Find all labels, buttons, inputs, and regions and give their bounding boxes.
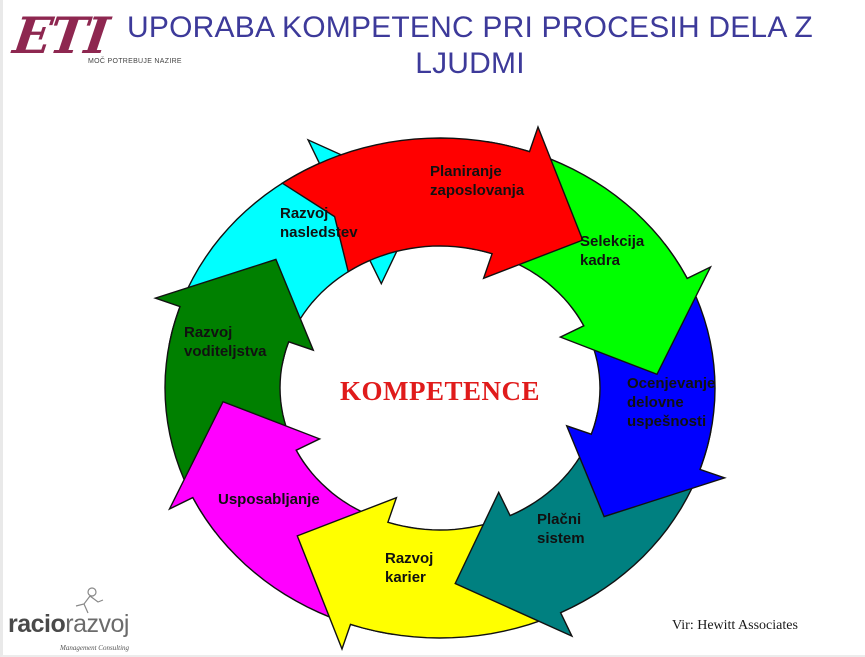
cycle-step-label-3-line-1: Ocenjevanje xyxy=(627,375,715,392)
cycle-arrows xyxy=(153,124,727,652)
cycle-step-label-1-line-2: zaposlovanja xyxy=(430,182,525,199)
eti-logo-tagline: MOČ POTREBUJE NAZIRE xyxy=(88,58,182,65)
cycle-step-label-8: Razvoj nasledstev xyxy=(280,205,358,241)
racio-razvoj-logo-text: raciorazvoj xyxy=(8,610,129,639)
cycle-arrow-1 xyxy=(280,124,584,280)
cycle-step-label-8-line-2: nasledstev xyxy=(280,224,358,241)
center-label: KOMPETENCE xyxy=(340,376,540,406)
source-citation: Vir: Hewitt Associates xyxy=(672,618,798,633)
cycle-step-label-4-line-1: Plačni xyxy=(537,511,581,528)
cycle-step-label-2-line-2: kadra xyxy=(580,252,621,269)
cycle-step-label-5-line-2: karier xyxy=(385,569,426,586)
cycle-step-label-2: Selekcija kadra xyxy=(580,233,645,269)
slide-title-line-1: UPORABA KOMPETENC PRI PROCESIH DELA Z xyxy=(127,11,813,44)
slide-title-line-2: LJUDMI xyxy=(415,47,525,80)
cycle-step-label-5-line-1: Razvoj xyxy=(385,550,433,567)
cycle-step-label-3-line-2: delovne xyxy=(627,394,684,411)
cycle-step-label-6: Usposabljanje xyxy=(218,491,320,508)
racio-logo-part1: racio xyxy=(8,610,66,638)
cycle-step-label-1: Planiranje zaposlovanja xyxy=(430,163,525,199)
cycle-step-label-7: Razvoj voditeljstva xyxy=(184,324,267,360)
racio-razvoj-logo: raciorazvoj Management Consulting xyxy=(8,586,158,652)
cycle-step-label-7-line-1: Razvoj xyxy=(184,324,232,341)
racio-logo-tagline: Management Consulting xyxy=(60,644,130,652)
cycle-step-label-1-line-1: Planiranje xyxy=(430,163,502,180)
runner-figure-icon xyxy=(75,587,104,614)
cycle-step-label-3: Ocenjevanje delovne uspešnosti xyxy=(627,375,715,430)
cycle-step-label-7-line-2: voditeljstva xyxy=(184,343,267,360)
slide-title: UPORABA KOMPETENC PRI PROCESIH DELA Z LJ… xyxy=(80,10,860,82)
cycle-step-label-3-line-3: uspešnosti xyxy=(627,413,706,430)
cycle-step-label-6-line-1: Usposabljanje xyxy=(218,491,320,508)
razvoj-logo-part2: razvoj xyxy=(65,610,129,638)
cycle-step-label-5: Razvoj karier xyxy=(385,550,433,586)
cycle-step-label-8-line-1: Razvoj xyxy=(280,205,328,222)
cycle-step-label-2-line-1: Selekcija xyxy=(580,233,645,250)
cycle-step-label-4: Plačni sistem xyxy=(537,511,585,547)
cycle-step-label-4-line-2: sistem xyxy=(537,530,585,547)
